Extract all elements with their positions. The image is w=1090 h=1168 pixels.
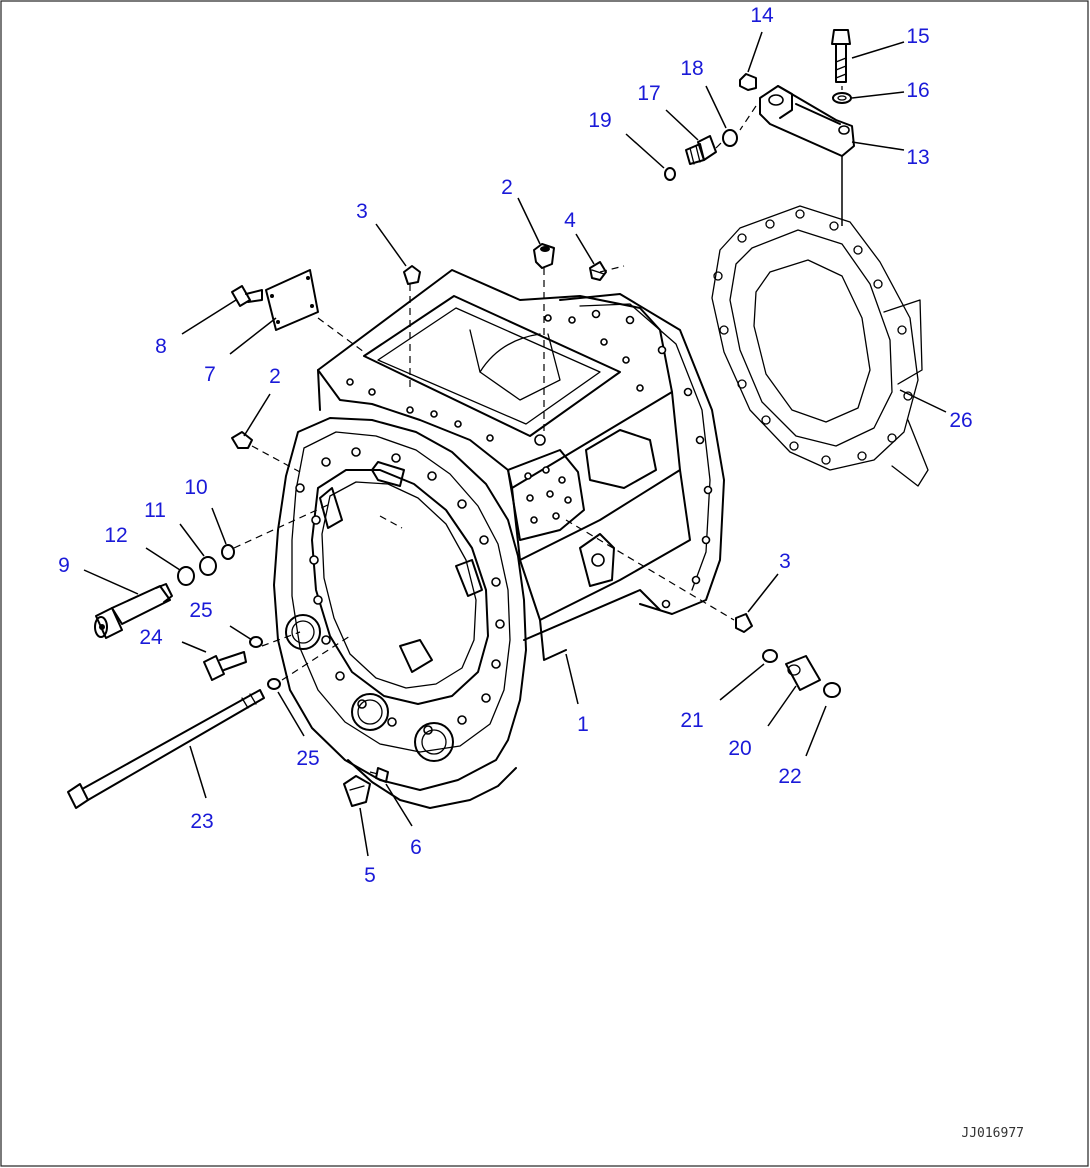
callout-25-upper: 25 (189, 599, 212, 622)
callout-6: 6 (410, 836, 422, 859)
callout-19: 19 (588, 109, 611, 132)
callout-12: 12 (104, 524, 127, 547)
callout-15: 15 (906, 25, 929, 48)
fitting-20 (785, 655, 821, 691)
rear-cover-bolt-holes (713, 209, 913, 465)
rear-cover-plate (711, 205, 929, 487)
callout-2-top: 2 (501, 176, 513, 199)
washer-16 (832, 92, 852, 104)
callout-1: 1 (577, 713, 589, 736)
callout-26: 26 (949, 409, 972, 432)
pin-9 (94, 583, 173, 639)
flange-bolt-holes (295, 447, 505, 735)
o-ring-19 (664, 167, 676, 181)
valve-pad-holes (524, 466, 572, 524)
fitting-17 (685, 135, 717, 165)
callout-13: 13 (906, 146, 929, 169)
callout-10: 10 (184, 476, 207, 499)
callout-22: 22 (778, 765, 801, 788)
callout-9: 9 (58, 554, 70, 577)
o-ring-12 (177, 566, 195, 586)
callout-3-top: 3 (356, 200, 368, 223)
o-ring-6 (375, 767, 389, 783)
washer-25-upper (249, 636, 263, 648)
callout-7: 7 (204, 363, 216, 386)
callout-16: 16 (906, 79, 929, 102)
o-ring-10 (221, 544, 235, 560)
o-ring-11 (199, 556, 217, 576)
cover-plate-7 (265, 269, 319, 331)
assembly-dashed-lines (233, 86, 843, 775)
plug-3-right (735, 613, 753, 633)
callout-2-left: 2 (269, 365, 281, 388)
callout-21: 21 (680, 709, 703, 732)
plug-4 (589, 261, 607, 281)
plug-2-top (533, 243, 555, 269)
o-ring-21 (762, 649, 778, 663)
bolt-15 (831, 29, 851, 83)
callout-25-lower: 25 (296, 747, 319, 770)
lower-port-bosses (285, 614, 454, 762)
bolt-8 (231, 285, 263, 307)
callout-20: 20 (728, 737, 751, 760)
bolt-24 (203, 651, 247, 681)
bracket-13 (759, 85, 855, 157)
callout-24: 24 (139, 626, 163, 649)
callout-4: 4 (564, 209, 576, 232)
o-ring-22 (823, 682, 841, 698)
long-bolt-23 (67, 689, 265, 809)
leader-lines (83, 31, 947, 857)
washer-25-lower (267, 678, 281, 690)
callout-8: 8 (155, 335, 167, 358)
drain-plug-5 (343, 775, 371, 807)
plug-2-left (231, 431, 253, 449)
callout-5: 5 (364, 864, 376, 887)
top-face-holes (346, 314, 644, 446)
plug-14 (739, 73, 757, 91)
o-ring-18 (722, 129, 738, 147)
callout-17: 17 (637, 82, 660, 105)
callout-3-right: 3 (779, 550, 791, 573)
callout-23: 23 (190, 810, 213, 833)
callout-labels: 14 15 16 13 18 17 19 2 3 4 26 8 7 2 10 1… (58, 4, 973, 887)
callout-18: 18 (680, 57, 703, 80)
drawing-reference-code: JJ016977 (961, 1126, 1024, 1141)
rear-flange-bolt-holes (591, 309, 713, 609)
callout-14: 14 (750, 4, 774, 27)
plug-3-top (403, 265, 421, 285)
transmission-case-housing (273, 269, 725, 809)
callout-11: 11 (144, 499, 166, 522)
